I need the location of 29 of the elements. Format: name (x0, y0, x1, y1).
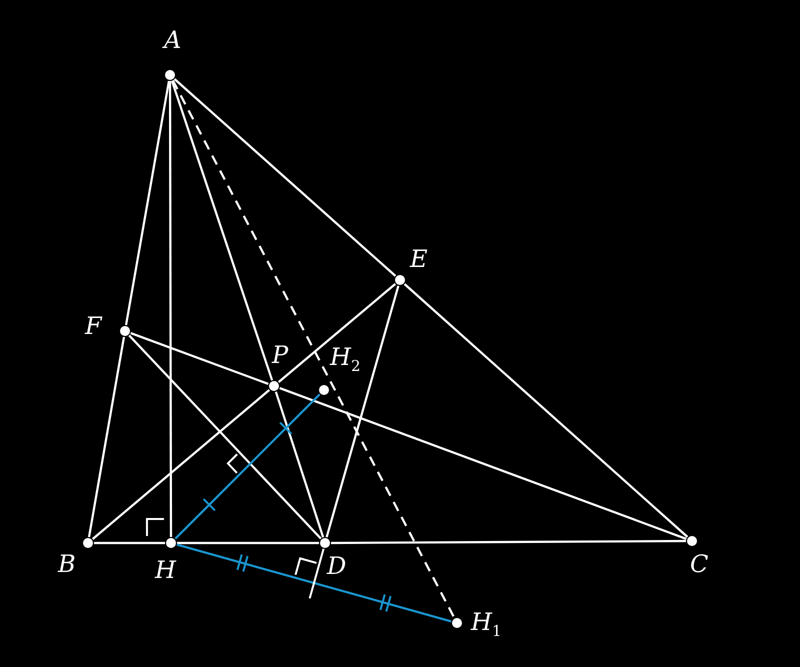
line-segment (168, 81, 172, 537)
line-segment (274, 391, 324, 538)
line-segment (278, 283, 396, 383)
line-segment (88, 336, 126, 538)
point-label: B (58, 551, 76, 577)
line-segment (177, 542, 319, 544)
point-label: A (164, 27, 182, 53)
line-segment (130, 332, 269, 385)
line-segment (92, 389, 270, 540)
point-label: H (155, 557, 176, 583)
point-label: D (327, 553, 346, 579)
point-label: E (410, 246, 428, 272)
line-segment (174, 78, 396, 277)
point-label: H$_{2}$ (330, 344, 360, 377)
line-segment (331, 540, 686, 544)
line-segment (404, 283, 688, 538)
line-segment (176, 544, 452, 622)
point-label: C (690, 551, 708, 577)
point-label: H$_{1}$ (471, 609, 502, 642)
line-segment (174, 393, 321, 540)
point-label: P (272, 342, 288, 368)
line-segment (128, 334, 322, 540)
line-segment (279, 387, 687, 540)
line-segment (326, 285, 400, 538)
dashed-line (172, 80, 456, 618)
line-segment (124, 80, 170, 326)
line-segment (94, 542, 165, 544)
line-segment (170, 80, 274, 381)
point-label: F (85, 313, 102, 339)
